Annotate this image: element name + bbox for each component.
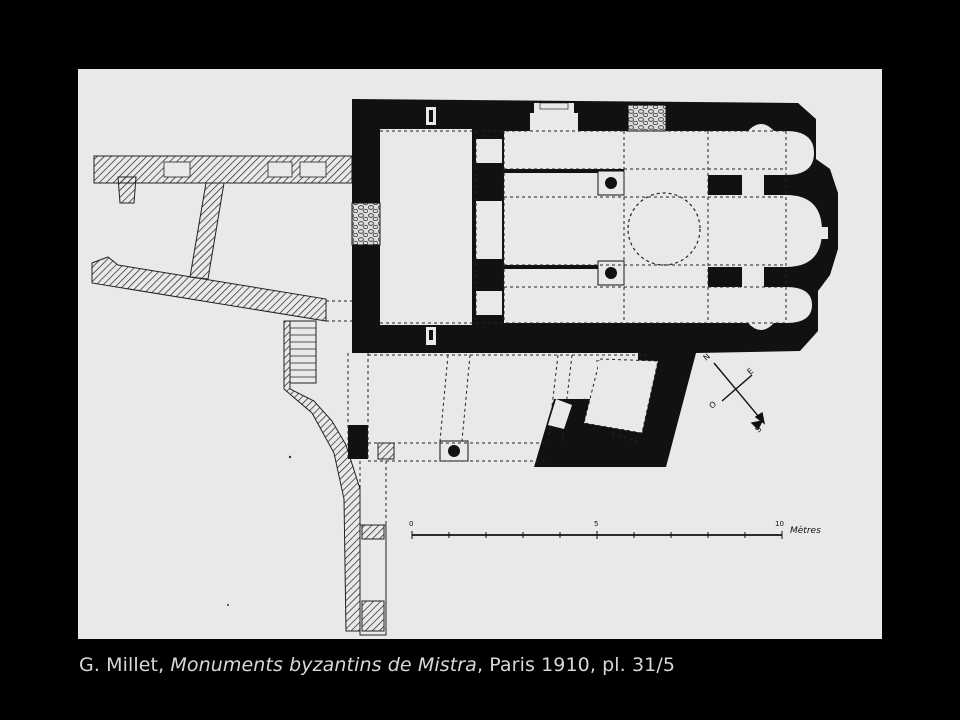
scale-tick-10: 10 <box>775 520 784 528</box>
scale-tick-5: 5 <box>594 520 598 528</box>
floor-plan-plate: N E O S 0 5 10 Mètres <box>78 69 882 639</box>
scale-unit-label: Mètres <box>790 525 821 536</box>
compass-letter-e: E <box>746 366 756 376</box>
compass-rose: N E O S <box>702 352 766 435</box>
ruined-west-walls <box>91 155 387 636</box>
caption-title: Monuments byzantins de Mistra <box>170 654 477 676</box>
compass-letter-s: S <box>754 424 764 434</box>
compass-letter-o: O <box>708 400 719 411</box>
vault-lines <box>380 130 787 324</box>
figure-caption: G. Millet, Monuments byzantins de Mistra… <box>79 654 675 676</box>
south-annex <box>347 353 659 462</box>
scale-bar: 0 5 10 Mètres <box>409 520 821 539</box>
caption-author: G. Millet, <box>79 654 165 676</box>
church-walls <box>351 99 838 467</box>
scale-tick-0: 0 <box>409 520 413 528</box>
caption-details: , Paris 1910, pl. 31/5 <box>476 654 676 676</box>
floor-plan-drawing: N E O S 0 5 10 Mètres <box>91 99 838 636</box>
compass-letter-n: N <box>702 352 712 363</box>
